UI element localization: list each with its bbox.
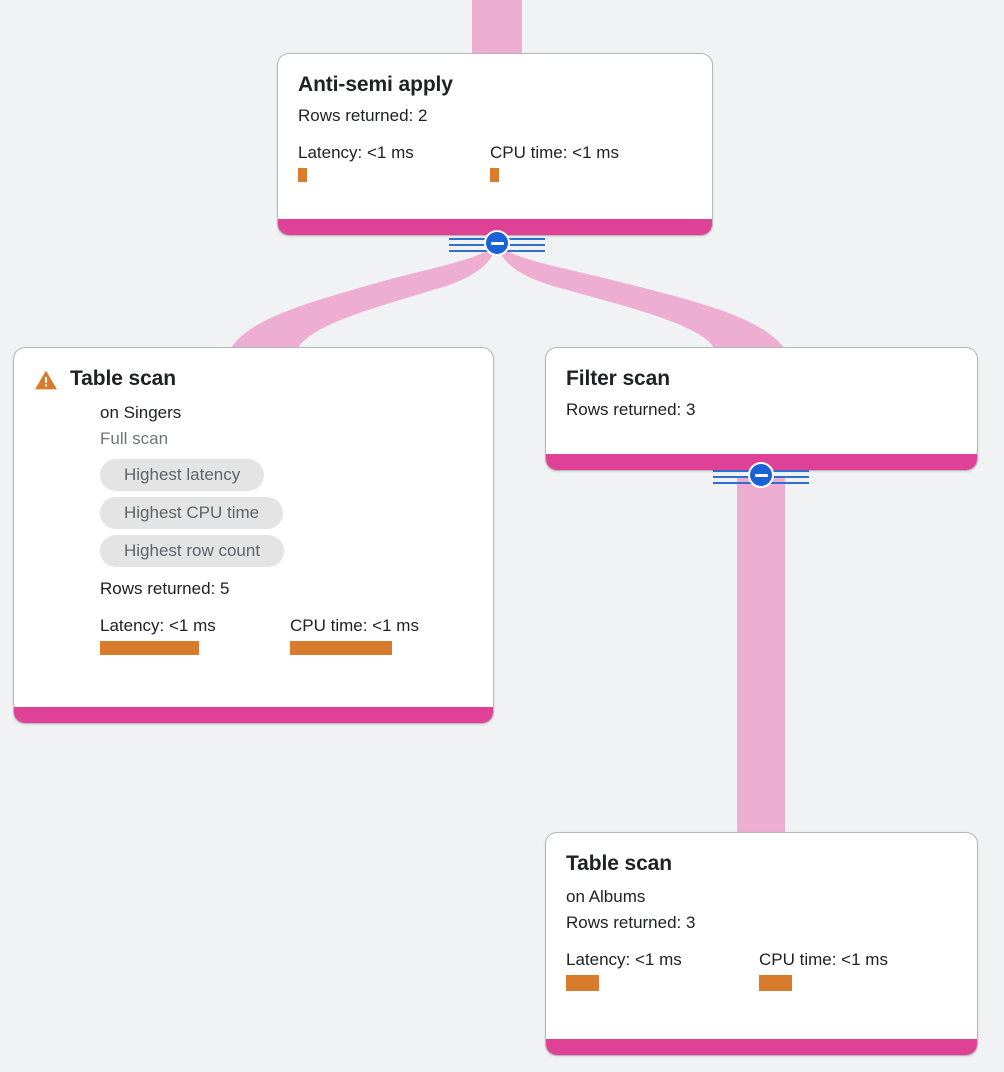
metric-cpu-time: CPU time: <1 ms <box>290 615 419 655</box>
node-title: Table scan <box>70 367 176 390</box>
node-body: Filter scan Rows returned: 3 <box>546 348 977 436</box>
metrics-row: Latency: <1 ms CPU time: <1 ms <box>566 949 957 991</box>
node-footer-bar <box>546 1039 977 1055</box>
chip-highest-cpu-time[interactable]: Highest CPU time <box>100 497 284 529</box>
metric-cpu-time-bar <box>759 975 792 991</box>
metric-cpu-time: CPU time: <1 ms <box>759 949 888 991</box>
node-anti-semi-apply[interactable]: Anti-semi apply Rows returned: 2 Latency… <box>277 53 713 236</box>
node-header: Filter scan <box>566 366 957 392</box>
collapse-anti-semi-apply[interactable] <box>449 229 545 257</box>
metric-latency: Latency: <1 ms <box>100 615 290 655</box>
metric-latency: Latency: <1 ms <box>566 949 759 991</box>
minus-circle-icon[interactable] <box>484 230 510 256</box>
metric-latency-label: Latency: <1 ms <box>566 950 682 969</box>
node-title: Filter scan <box>566 367 670 390</box>
rows-returned: Rows returned: 3 <box>566 913 696 932</box>
metric-latency-label: Latency: <1 ms <box>298 143 414 162</box>
rows-returned: Rows returned: 5 <box>100 579 230 598</box>
node-body: Table scan on Albums Rows returned: 3 La… <box>546 833 977 1005</box>
node-header: Table scan <box>34 366 473 392</box>
minus-glyph <box>754 473 768 477</box>
node-scan-type: Full scan <box>100 429 169 448</box>
rows-returned: Rows returned: 2 <box>298 106 428 125</box>
edge-root-to-table-scan-singers <box>231 246 497 348</box>
metric-cpu-time-label: CPU time: <1 ms <box>490 143 619 162</box>
node-footer-bar <box>278 219 712 235</box>
metric-cpu-time: CPU time: <1 ms <box>490 142 619 182</box>
metric-cpu-time-bar <box>290 641 392 655</box>
node-filter-scan[interactable]: Filter scan Rows returned: 3 <box>545 347 978 471</box>
metric-latency-label: Latency: <1 ms <box>100 616 216 635</box>
node-subtitle: on Singers <box>100 403 182 422</box>
metric-latency: Latency: <1 ms <box>298 142 490 182</box>
collapse-filter-scan[interactable] <box>713 461 809 489</box>
node-title: Anti-semi apply <box>298 73 453 96</box>
metric-latency-bar <box>298 168 307 182</box>
metric-cpu-time-label: CPU time: <1 ms <box>759 950 888 969</box>
metric-cpu-time-bar <box>490 168 499 182</box>
rows-returned: Rows returned: 3 <box>566 400 696 419</box>
node-header: Anti-semi apply <box>298 72 692 98</box>
node-table-scan-albums[interactable]: Table scan on Albums Rows returned: 3 La… <box>545 832 978 1056</box>
warning-triangle-icon <box>35 370 57 390</box>
node-subtitle: on Albums <box>566 887 646 906</box>
node-body: Anti-semi apply Rows returned: 2 Latency… <box>278 54 712 196</box>
node-header: Table scan <box>566 851 957 877</box>
minus-glyph <box>490 241 504 245</box>
edge-root-incoming <box>472 0 522 56</box>
chip-highest-row-count[interactable]: Highest row count <box>100 535 285 567</box>
metric-latency-bar <box>566 975 599 991</box>
edge-filter-scan-to-table-scan-albums <box>737 476 785 842</box>
node-body: Table scan on Singers Full scan Highest … <box>14 348 493 669</box>
metric-latency-bar <box>100 641 199 655</box>
chip-highest-latency[interactable]: Highest latency <box>100 459 265 491</box>
insight-chips: Highest latency Highest CPU time Highest… <box>100 459 473 567</box>
node-footer-bar <box>14 707 493 723</box>
node-title: Table scan <box>566 852 672 875</box>
node-table-scan-singers[interactable]: Table scan on Singers Full scan Highest … <box>13 347 494 724</box>
metrics-row: Latency: <1 ms CPU time: <1 ms <box>298 142 692 182</box>
edge-root-to-filter-scan <box>497 246 784 348</box>
metric-cpu-time-label: CPU time: <1 ms <box>290 616 419 635</box>
metrics-row: Latency: <1 ms CPU time: <1 ms <box>100 615 473 655</box>
minus-circle-icon[interactable] <box>748 462 774 488</box>
